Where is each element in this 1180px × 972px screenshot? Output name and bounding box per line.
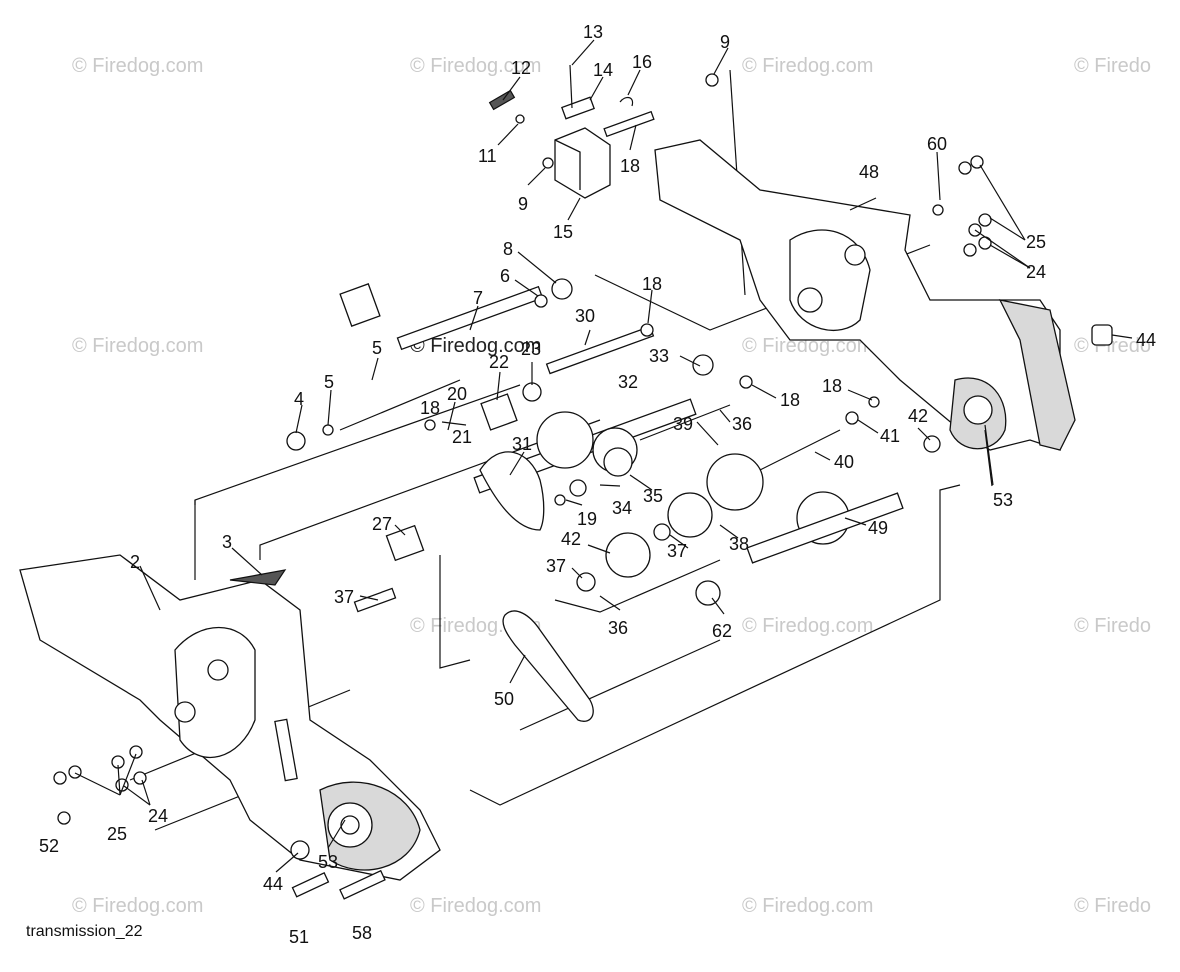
callout-62: 62: [712, 621, 732, 641]
callout-40: 39: [673, 414, 693, 434]
callout-14: 15: [553, 222, 573, 242]
callout-43: 42: [908, 406, 928, 426]
callout-36: 36: [608, 618, 628, 638]
callout-18-left: 18: [420, 398, 440, 418]
callout-58: 58: [352, 923, 372, 943]
callout-41: 40: [834, 452, 854, 472]
watermark: © Firedog.com: [410, 55, 541, 77]
callout-18-top: 18: [642, 274, 662, 294]
callout-5-upper: 6: [500, 266, 510, 286]
callout-5: 5: [324, 372, 334, 392]
callout-7: 7: [473, 288, 483, 308]
watermark: © Firedog.com: [72, 335, 203, 357]
callout-24-left: 24: [148, 806, 168, 826]
callout-29: 31: [512, 434, 532, 454]
callout-8: 8: [503, 239, 513, 259]
callout-49: 49: [868, 518, 888, 538]
callout-32: 34: [612, 498, 632, 518]
watermark: © Firedog.com: [72, 55, 203, 77]
callout-13: 14: [593, 60, 613, 80]
callout-42: 41: [880, 426, 900, 446]
callout-18-low: 19: [577, 509, 597, 529]
watermark: © Firedog.com: [410, 895, 541, 917]
callout-27: 27: [372, 514, 392, 534]
watermark: © Firedog.com: [742, 895, 873, 917]
callout-60: 60: [927, 134, 947, 154]
watermark-partial: © Firedo: [1074, 895, 1151, 917]
callout-33: 35: [643, 486, 663, 506]
callout-52: 52: [39, 836, 59, 856]
callout-15: 16: [632, 52, 652, 72]
callout-50: 50: [494, 689, 514, 709]
callout-9: 9: [518, 194, 528, 214]
watermark: © Firedog.com: [742, 615, 873, 637]
watermark: © Firedog.com: [742, 55, 873, 77]
callout-39: 38: [729, 534, 749, 554]
left-chassis-plate: [19, 554, 441, 881]
callout-18-right: 18: [822, 376, 842, 396]
callout-11: 12: [511, 58, 531, 78]
callout-labels: 13 12 14 16 9 11 18 9 15 8 6 7 18 30 5 5…: [39, 22, 1156, 947]
callout-38: 42: [561, 529, 581, 549]
callout-23: 30: [575, 306, 595, 326]
callout-6: 5: [372, 338, 382, 358]
callout-22: 23: [521, 339, 541, 359]
callout-37-right: 37: [667, 541, 687, 561]
shafts-and-gears: [53, 155, 1113, 900]
callout-30: 32: [618, 372, 638, 392]
shifter-assembly: [488, 64, 719, 199]
callout-16: 18: [620, 156, 640, 176]
callout-25-right: 25: [1026, 232, 1046, 252]
callout-37: 37: [546, 556, 566, 576]
callout-53-right: 53: [993, 490, 1013, 510]
callout-19: 20: [447, 384, 467, 404]
watermark-partial: © Firedo: [1074, 615, 1151, 637]
callout-12: 13: [583, 22, 603, 42]
callout-21: 22: [489, 352, 509, 372]
callout-4: 4: [294, 389, 304, 409]
watermark-partial: © Firedo: [1074, 55, 1151, 77]
callout-34: 36: [732, 414, 752, 434]
callout-44-right: 44: [1136, 330, 1156, 350]
callout-25-left: 25: [107, 824, 127, 844]
callout-9-top: 9: [720, 32, 730, 52]
callout-44-left: 44: [263, 874, 283, 894]
callout-35: 37: [334, 587, 354, 607]
callout-51: 51: [289, 927, 309, 947]
callout-18-mid: 18: [780, 390, 800, 410]
watermark: © Firedog.com: [72, 895, 203, 917]
watermark-center: © Firedog.com: [410, 335, 541, 357]
callout-31: 33: [649, 346, 669, 366]
callout-24-right: 24: [1026, 262, 1046, 282]
callout-48: 48: [859, 162, 879, 182]
callout-10: 11: [478, 146, 497, 166]
callout-53-left: 53: [318, 852, 338, 872]
diagram-caption: transmission_22: [26, 923, 143, 940]
callout-20: 21: [452, 427, 472, 447]
leader-lines: [74, 39, 1133, 873]
right-chassis-plate: [654, 139, 1076, 451]
callout-2: 2: [130, 552, 140, 572]
callout-3: 3: [222, 532, 232, 552]
